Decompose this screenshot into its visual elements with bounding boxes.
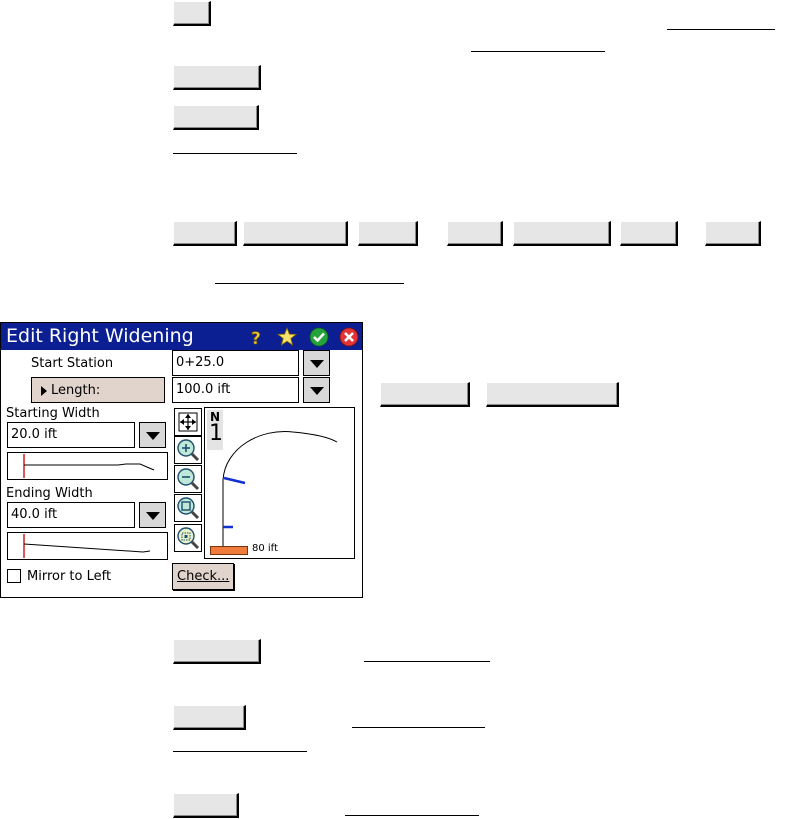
- start-station-label: Start Station: [31, 356, 114, 371]
- starting-width-input[interactable]: 20.0 ift: [7, 422, 135, 448]
- triangle-right-icon: [41, 386, 47, 396]
- scale-label: 80 ift: [252, 543, 278, 554]
- doc-button-3[interactable]: [173, 105, 259, 130]
- doc-button-8[interactable]: [513, 221, 611, 246]
- edit-right-widening-dialog: Edit Right Widening ? Start Station 0+25…: [0, 322, 363, 598]
- doc-button-5[interactable]: [243, 221, 348, 246]
- starting-width-profile: [7, 452, 168, 480]
- doc-link-3[interactable]: [173, 153, 297, 154]
- zoom-extents-button[interactable]: [174, 408, 202, 436]
- doc-button-13[interactable]: [173, 639, 261, 664]
- doc-link-1[interactable]: [667, 29, 775, 30]
- length-label-button[interactable]: Length:: [31, 377, 165, 403]
- start-station-input[interactable]: 0+25.0: [172, 350, 299, 376]
- check-button-label: Check...: [177, 569, 230, 584]
- ending-width-dropdown-button[interactable]: [139, 502, 166, 528]
- doc-button-10[interactable]: [705, 221, 761, 246]
- doc-link-4[interactable]: [215, 283, 404, 284]
- starting-width-dropdown-button[interactable]: [139, 422, 166, 448]
- north-number: 1: [209, 421, 223, 446]
- svg-text:?: ?: [251, 329, 261, 347]
- ending-width-input[interactable]: 40.0 ift: [7, 502, 135, 528]
- zoom-extents-icon: [178, 412, 198, 432]
- start-station-dropdown-button[interactable]: [303, 350, 330, 376]
- zoom-selection-icon: [177, 527, 200, 550]
- alignment-plan-drawing: [222, 430, 338, 548]
- doc-button-6[interactable]: [358, 221, 418, 246]
- zoom-selection-button[interactable]: [174, 524, 202, 552]
- doc-button-14[interactable]: [173, 705, 246, 730]
- north-label: N: [210, 410, 221, 424]
- doc-button-4[interactable]: [173, 221, 237, 246]
- zoom-in-button[interactable]: [174, 436, 202, 464]
- length-input[interactable]: 100.0 ift: [172, 377, 299, 403]
- north-arrow: N 1: [207, 410, 223, 450]
- close-icon[interactable]: [339, 327, 359, 347]
- doc-button-7[interactable]: [447, 221, 503, 246]
- doc-button-11[interactable]: [380, 382, 470, 407]
- zoom-window-icon: [177, 497, 200, 520]
- length-label: Length:: [51, 383, 101, 398]
- length-dropdown-button[interactable]: [303, 377, 330, 403]
- ok-check-icon[interactable]: [309, 327, 329, 347]
- favorite-star-icon[interactable]: [277, 327, 297, 347]
- title-bar: Edit Right Widening ?: [1, 323, 362, 350]
- dialog-title: Edit Right Widening: [6, 325, 194, 347]
- zoom-in-icon: [177, 439, 200, 462]
- doc-button-1[interactable]: [173, 1, 211, 26]
- doc-button-12[interactable]: [486, 382, 619, 407]
- mirror-to-left-checkbox[interactable]: [7, 569, 21, 583]
- mirror-to-left-label: Mirror to Left: [27, 569, 112, 584]
- doc-button-9[interactable]: [620, 221, 678, 246]
- ending-width-profile: [7, 532, 168, 560]
- zoom-window-button[interactable]: [174, 494, 202, 522]
- doc-link-2[interactable]: [471, 51, 605, 52]
- doc-link-5[interactable]: [364, 661, 490, 662]
- plan-map-view[interactable]: N 1 80 ift: [204, 407, 355, 559]
- starting-width-label: Starting Width: [6, 406, 100, 421]
- doc-button-2[interactable]: [173, 65, 261, 90]
- zoom-out-icon: [177, 468, 200, 491]
- doc-button-15[interactable]: [173, 793, 239, 818]
- doc-link-8[interactable]: [345, 815, 479, 816]
- help-icon[interactable]: ?: [246, 327, 266, 347]
- zoom-out-button[interactable]: [174, 465, 202, 493]
- ending-width-label: Ending Width: [6, 486, 93, 501]
- doc-link-6[interactable]: [352, 727, 485, 728]
- doc-link-7[interactable]: [173, 751, 307, 752]
- scale-bar: [210, 546, 248, 555]
- check-button[interactable]: Check...: [172, 563, 234, 590]
